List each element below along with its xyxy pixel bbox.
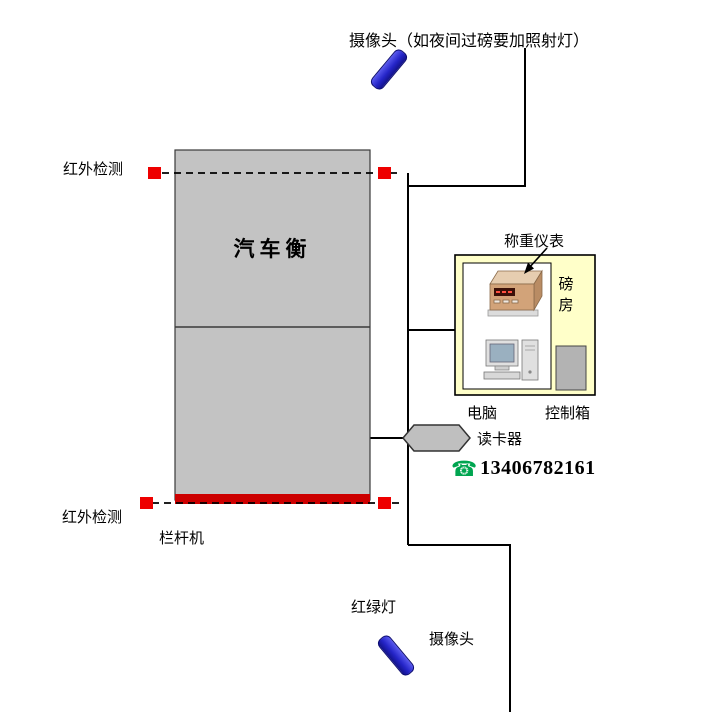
infrared-top-label: 红外检测 (63, 160, 124, 178)
infrared-sensor-top-left (148, 167, 161, 179)
infrared-sensor-bottom-left (140, 497, 153, 509)
phone-contact: ☎ 13406782161 (451, 457, 596, 480)
camera-bottom-label: 摄像头 (429, 630, 475, 648)
cable-lines (370, 48, 526, 712)
card-reader-label: 读卡器 (477, 430, 523, 448)
infrared-sensor-top-right (378, 167, 391, 179)
camera-top-label: 摄像头（如夜间过磅要加照射灯） (349, 31, 590, 50)
cable-top-camera (408, 48, 526, 187)
infrared-bottom-label: 红外检测 (62, 508, 123, 526)
card-reader-shape (402, 424, 471, 452)
barrier-bar (175, 494, 370, 504)
weighing-indicator-icon (487, 269, 543, 317)
computer-label: 电脑 (467, 404, 498, 422)
truck-scale-label: 汽车衡 (233, 237, 312, 261)
weighing-indicator-label: 称重仪表 (504, 232, 565, 250)
weigh-room-label: 磅房 (558, 275, 574, 314)
control-box (555, 345, 587, 391)
barrier-machine-label: 栏杆机 (159, 529, 205, 547)
cable-bottom-camera (408, 544, 511, 712)
infrared-sensor-bottom-right (378, 497, 391, 509)
truck-scale-platform (174, 149, 371, 501)
phone-number: 13406782161 (480, 457, 596, 479)
phone-icon: ☎ (451, 456, 478, 481)
infrared-sensors (140, 167, 391, 509)
computer-icon (483, 339, 539, 381)
control-box-label: 控制箱 (545, 404, 591, 422)
traffic-light-label: 红绿灯 (351, 598, 397, 616)
indicator-pointer-arrow (524, 247, 548, 274)
